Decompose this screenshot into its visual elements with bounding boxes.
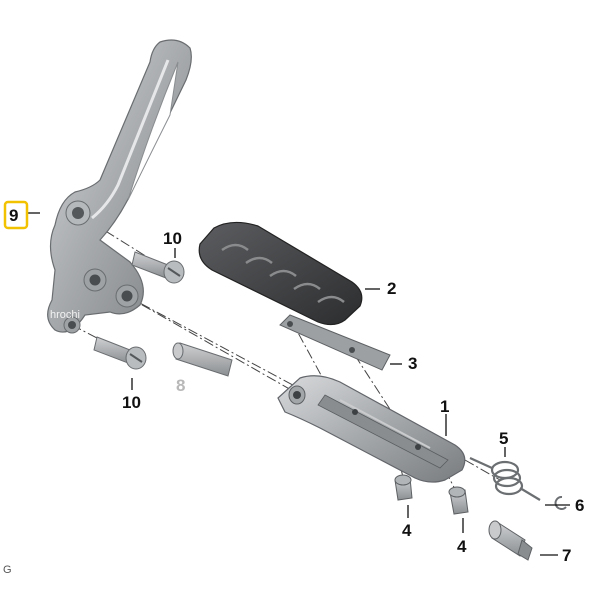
screw-part-4-left xyxy=(394,474,413,501)
callout-part-1: 1 xyxy=(440,397,449,416)
corner-letter: G xyxy=(3,564,12,576)
callout-part-7: 8 xyxy=(176,376,185,395)
watermark-text: hrochi xyxy=(50,309,80,321)
part-9-highlight-box xyxy=(3,200,29,230)
callout-part-5: 5 xyxy=(499,429,508,448)
pin-part-8 xyxy=(488,520,533,561)
leader-lines xyxy=(26,212,570,556)
rubber-pad-part-2 xyxy=(198,221,363,326)
axis-line xyxy=(464,459,501,481)
spring-part-5 xyxy=(469,456,541,501)
bracket-part-9: hrochi xyxy=(47,39,192,334)
callout-part-2: 2 xyxy=(387,279,396,298)
screw-part-4-right xyxy=(448,486,469,515)
callout-part-9: 9 xyxy=(9,206,18,225)
axis-line xyxy=(74,211,161,266)
footrest-part-1 xyxy=(277,375,466,483)
plate-part-3 xyxy=(279,314,391,371)
callout-part-10-upper: 10 xyxy=(163,229,182,248)
bolt-part-10-lower xyxy=(93,336,147,370)
callout-part-3: 3 xyxy=(408,354,417,373)
callout-part-4-left: 4 xyxy=(402,521,412,540)
callout-part-6: 6 xyxy=(575,496,584,515)
callout-part-10-lower: 10 xyxy=(122,393,141,412)
bolt-part-10-upper xyxy=(131,251,185,284)
callout-part-4-right: 4 xyxy=(457,537,467,556)
clip-part-6 xyxy=(554,496,567,510)
callout-part-8: 7 xyxy=(562,546,571,565)
pin-part-7 xyxy=(172,342,233,377)
